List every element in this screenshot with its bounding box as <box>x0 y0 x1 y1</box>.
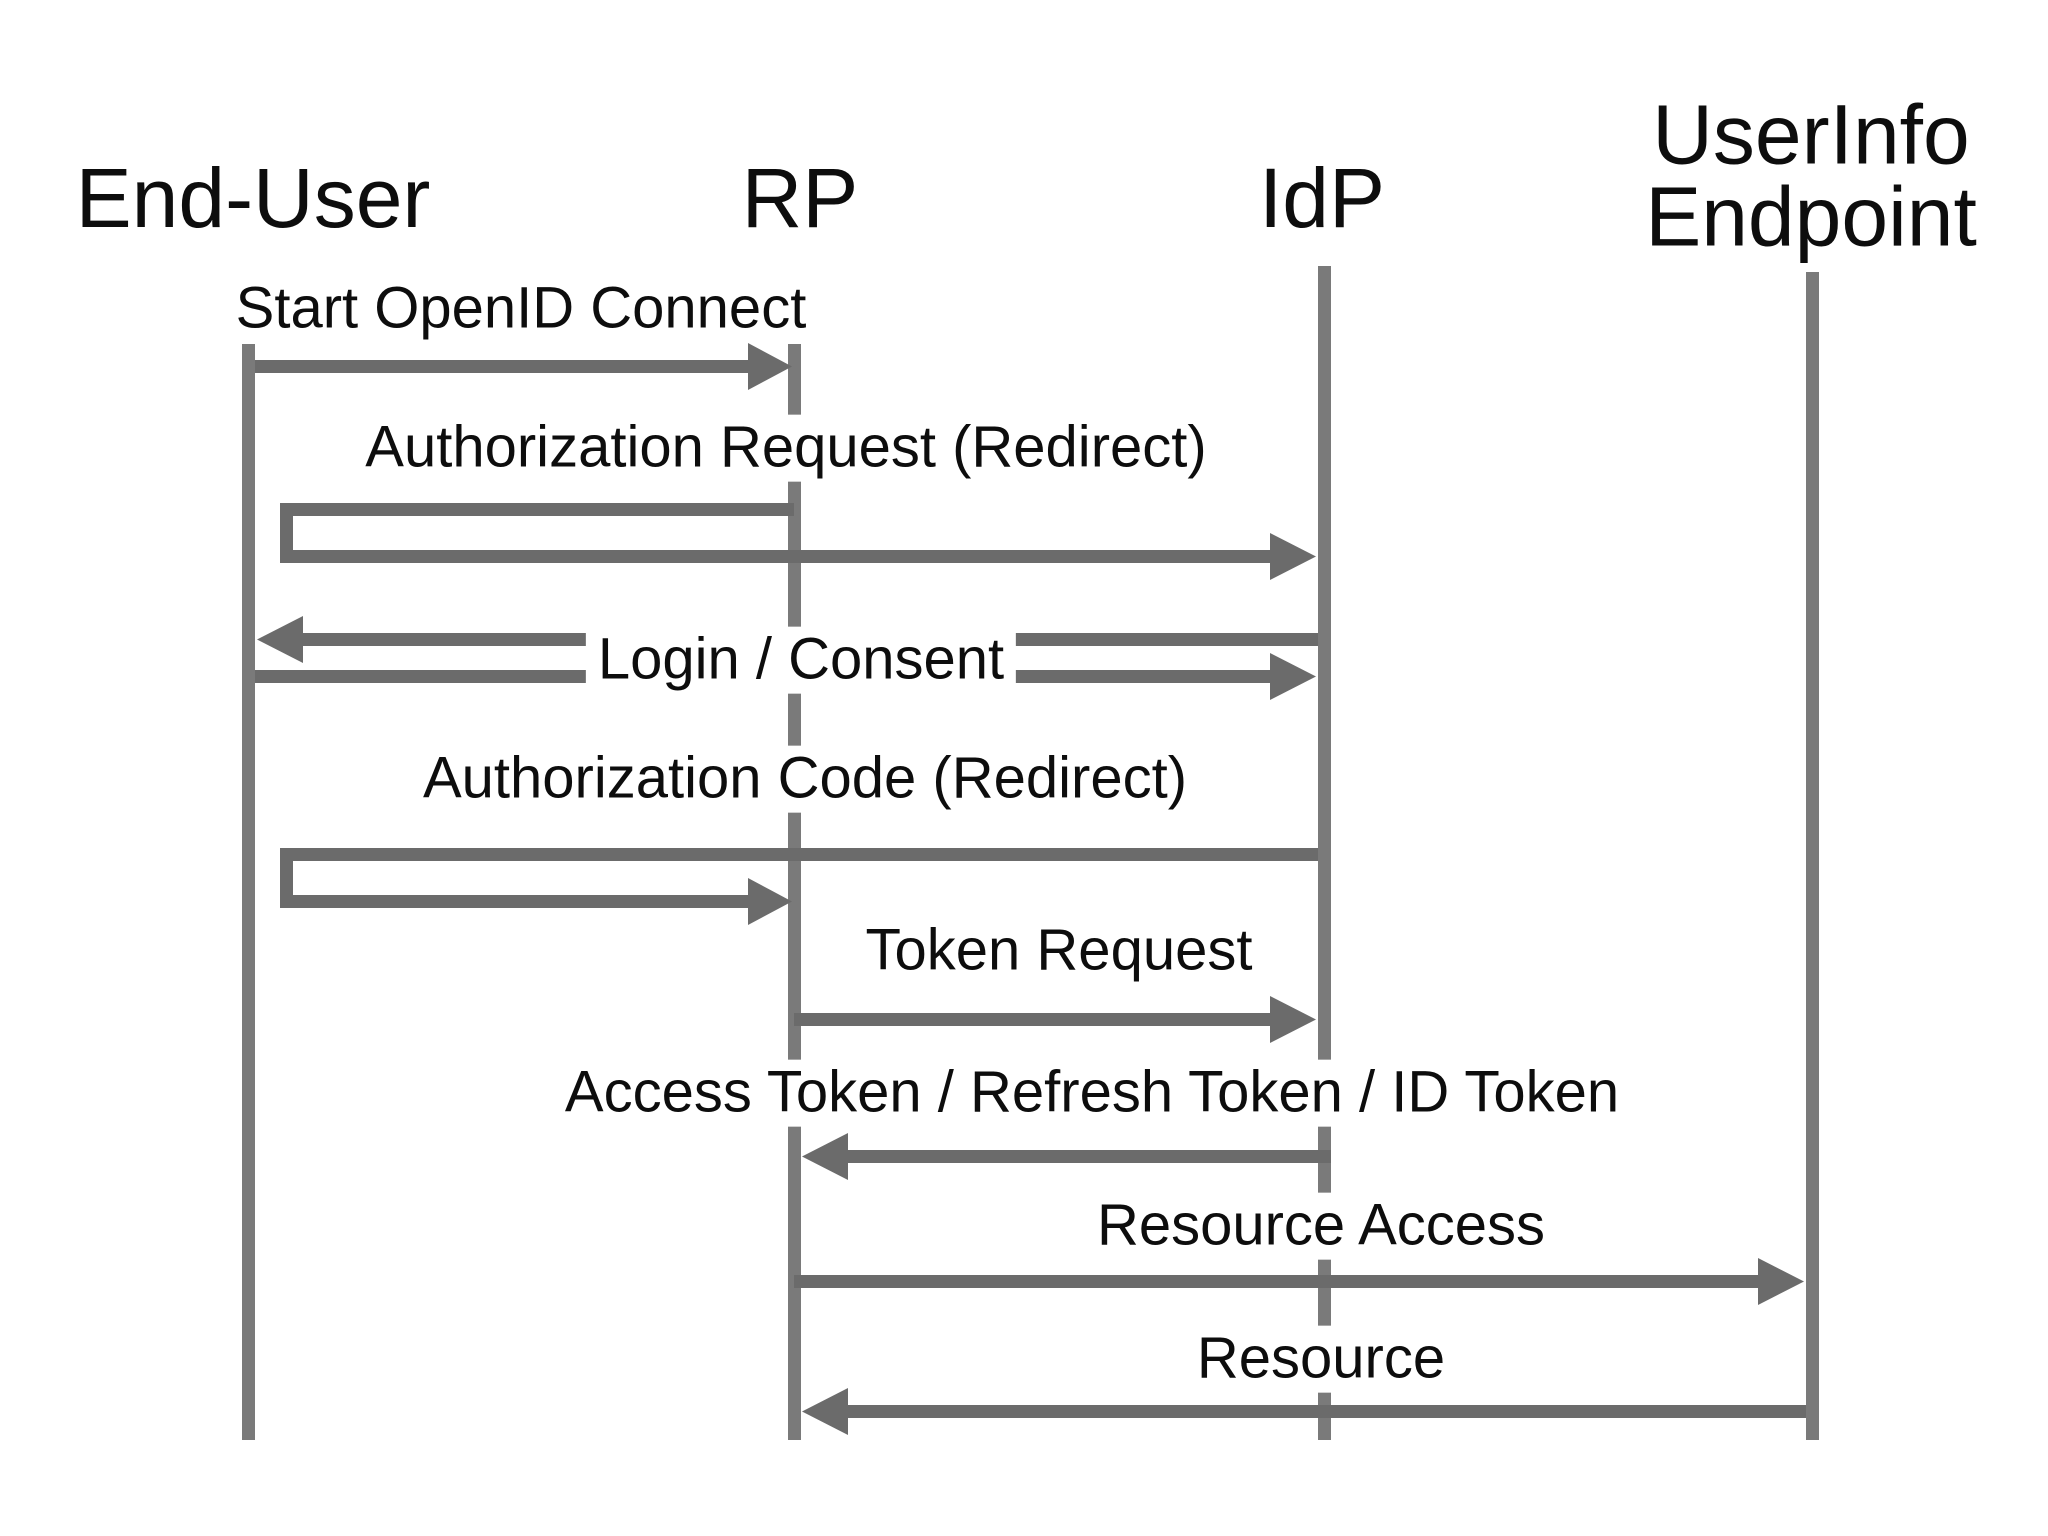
arrow-head-right-icon <box>1270 653 1316 700</box>
actor-label-userinfo-line2: Endpoint <box>1645 170 1977 264</box>
channel-left-bar <box>280 848 293 908</box>
channel-bottom-bar <box>280 895 748 908</box>
channel-top-bar <box>280 848 1318 861</box>
arrow-shaft <box>794 1275 1758 1288</box>
arrow-head-right-icon <box>748 878 792 925</box>
arrow-head-left-icon <box>257 616 303 663</box>
lifeline-end-user <box>242 344 255 1440</box>
arrow-authorization-request-redirect <box>280 503 1316 580</box>
arrow-shaft <box>848 1150 1331 1163</box>
arrow-authorization-code-redirect <box>280 848 1318 925</box>
actor-label-end-user: End-User <box>67 156 439 240</box>
actor-label-rp: RP <box>733 156 867 240</box>
channel-top-bar <box>280 503 794 516</box>
arrow-head-right-icon <box>1270 996 1316 1043</box>
arrow-resource <box>802 1388 1806 1435</box>
message-label-login-consent: Login / Consent <box>585 626 1017 694</box>
arrow-head-right-icon <box>1758 1258 1804 1305</box>
channel-bottom-bar <box>280 550 1270 563</box>
message-label-tokens-response: Access Token / Refresh Token / ID Token <box>552 1059 1632 1127</box>
message-label-start-openid-connect: Start OpenID Connect <box>223 275 819 343</box>
actor-label-userinfo-line1: UserInfo <box>1652 87 1970 182</box>
lifeline-idp <box>1318 266 1331 1440</box>
message-label-authorization-code: Authorization Code (Redirect) <box>410 745 1200 813</box>
arrow-head-right-icon <box>748 343 792 390</box>
lifeline-rp <box>788 344 801 1440</box>
actor-label-idp: IdP <box>1250 156 1394 240</box>
message-label-resource: Resource <box>1184 1325 1458 1393</box>
arrow-shaft <box>848 1405 1806 1418</box>
arrow-token-request <box>794 996 1316 1043</box>
arrow-shaft <box>255 360 748 373</box>
arrow-head-right-icon <box>1270 533 1316 580</box>
message-label-resource-access: Resource Access <box>1084 1192 1558 1260</box>
channel-left-bar <box>280 503 293 563</box>
arrow-tokens-response <box>802 1133 1331 1180</box>
lifeline-userinfo-endpoint <box>1806 272 1819 1440</box>
arrow-head-left-icon <box>802 1388 848 1435</box>
message-label-authorization-request: Authorization Request (Redirect) <box>353 414 1219 482</box>
arrow-resource-access <box>794 1258 1804 1305</box>
arrow-shaft <box>794 1013 1270 1026</box>
actor-label-userinfo-endpoint: UserInfo Endpoint <box>1637 87 1985 264</box>
arrow-head-left-icon <box>802 1133 848 1180</box>
arrow-start-openid-connect <box>255 343 792 390</box>
message-label-token-request: Token Request <box>853 917 1265 985</box>
